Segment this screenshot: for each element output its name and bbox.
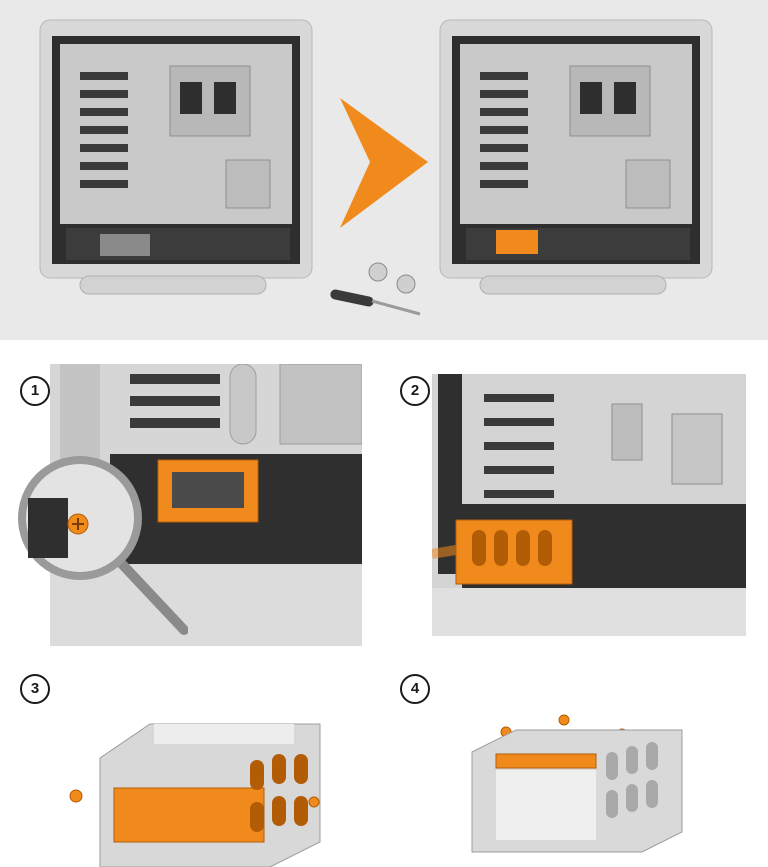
hdd-cage [157,459,259,523]
step-4-illustration [466,712,688,867]
screw-icon [69,789,83,803]
step-badge-3: 3 [20,674,50,704]
step-2-illustration [432,374,746,636]
step-badge-1: 1 [20,376,50,406]
arrow-right-icon [340,98,428,228]
step-3-illustration [64,710,334,867]
hdd-cage [496,230,538,254]
screw-icon [368,262,416,294]
hdd-cage [455,519,573,585]
step-badge-2: 2 [400,376,430,406]
screwdriver-icon [330,289,421,316]
step-badge-4: 4 [400,674,430,704]
hero-overview [0,0,768,340]
hero-illustration [39,19,713,316]
case-after [439,19,713,295]
magnifier-icon [16,452,188,636]
case-before [39,19,313,295]
